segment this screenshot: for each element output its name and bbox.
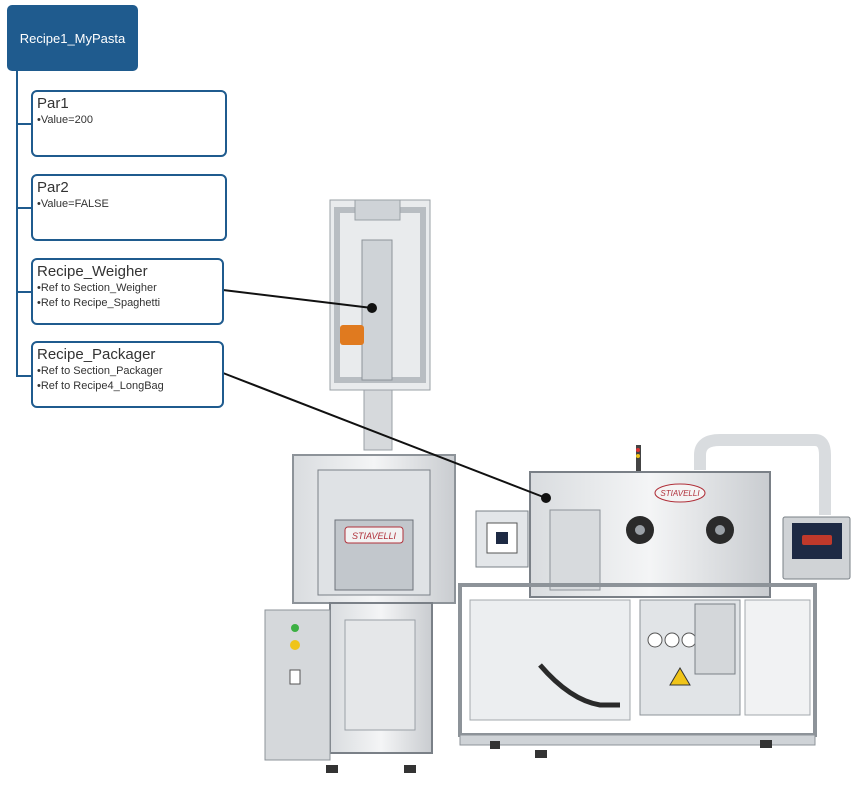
param-title: Recipe_Weigher (37, 263, 148, 280)
control-box (475, 510, 529, 568)
leader-line-packager (222, 372, 547, 499)
param-bullet: •Ref to Section_Packager (37, 365, 163, 377)
packager-brand-label: STIAVELLI (660, 489, 700, 498)
recipe-root-node: Recipe1_MyPasta (7, 5, 138, 71)
param-title: Par1 (37, 95, 69, 112)
param-bullet: •Ref to Recipe4_LongBag (37, 380, 164, 392)
machine-feet (326, 740, 772, 773)
lower-cabinet (264, 602, 433, 761)
motor-icon (340, 325, 364, 345)
param-bullet: •Value=FALSE (37, 198, 109, 210)
tree-trunk (16, 71, 18, 377)
param-node-par1: Par1 •Value=200 (31, 90, 227, 157)
weigher-brand-label: STIAVELLI (352, 531, 397, 541)
tree-branch-packager (16, 375, 31, 377)
param-node-par2: Par2 •Value=FALSE (31, 174, 227, 241)
packager-body: STIAVELLI (529, 434, 831, 598)
param-node-recipe-packager: Recipe_Packager •Ref to Section_Packager… (31, 341, 224, 408)
param-title: Par2 (37, 179, 69, 196)
param-title: Recipe_Packager (37, 346, 156, 363)
leader-dot-packager (541, 493, 551, 503)
param-bullet: •Ref to Section_Weigher (37, 282, 157, 294)
tree-branch-par1 (16, 123, 31, 125)
param-bullet: •Value=200 (37, 114, 93, 126)
leader-dot-weigher (367, 303, 377, 313)
weigher-frame: STIAVELLI (292, 454, 456, 604)
param-bullet: •Ref to Recipe_Spaghetti (37, 297, 161, 309)
recipe-root-label: Recipe1_MyPasta (19, 30, 126, 46)
param-node-recipe-weigher: Recipe_Weigher •Ref to Section_Weigher •… (31, 258, 224, 325)
hmi-panel (782, 516, 851, 580)
tree-branch-weigher (16, 291, 31, 293)
weigher-tower (329, 199, 431, 451)
tree-branch-par2 (16, 207, 31, 209)
packager-frame (458, 583, 817, 746)
leader-line-weigher (222, 289, 373, 309)
